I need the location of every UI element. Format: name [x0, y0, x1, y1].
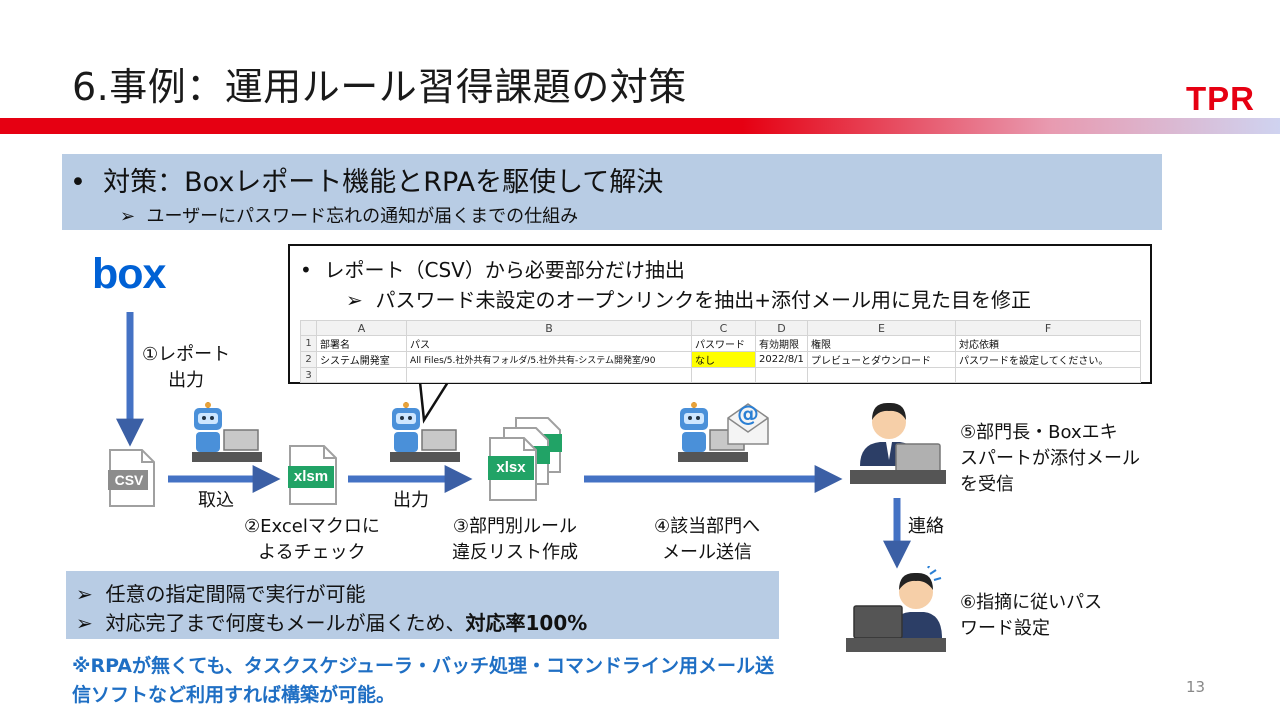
row-number: 3	[300, 367, 317, 383]
contact-label: 連絡	[908, 516, 944, 537]
strategy-text: 対策：Boxレポート機能とRPAを駆使して解決	[103, 167, 664, 198]
title-underline-bar	[0, 118, 1280, 134]
table-cell: 権限	[807, 335, 956, 352]
arrow-marker: ➢	[76, 582, 93, 606]
box-logo: box	[92, 250, 166, 298]
benefit-line-2: ➢ 対応完了まで何度もメールが届くため、対応率100%	[76, 607, 587, 636]
strategy-headline: • 対策：Boxレポート機能とRPAを駆使して解決	[70, 160, 663, 199]
step4-label: ④該当部門へメール送信	[654, 516, 761, 563]
step6-label: ⑥指摘に従いパスワード設定	[960, 592, 1103, 639]
column-header-row: A B C D E F	[300, 320, 1141, 336]
row-number: 1	[300, 335, 317, 352]
callout-headline: • レポート（CSV）から必要部分だけ抽出	[300, 254, 685, 283]
user-person-icon	[846, 563, 946, 662]
callout-sub-text: パスワード未設定のオープンリンクを抽出+添付メール用に見た目を修正	[375, 288, 1032, 312]
column-header: E	[807, 320, 956, 336]
row-number: 2	[300, 351, 317, 368]
callout-subline: ➢ パスワード未設定のオープンリンクを抽出+添付メール用に見た目を修正	[346, 284, 1031, 313]
csv-file-icon: CSV	[108, 448, 156, 508]
xlsx-files-icon: xlsx	[488, 416, 568, 502]
benefit-text-2: 対応完了まで何度もメールが届くため、	[105, 611, 466, 635]
bullet-marker: •	[70, 167, 86, 198]
arrow-marker: ➢	[346, 288, 363, 312]
spreadsheet-preview: A B C D E F 1 部署名 パス パスワード 有効期限 権限 対応依頼 …	[300, 320, 1141, 383]
table-cell: 2022/8/1	[755, 351, 808, 368]
table-row: 1 部署名 パス パスワード 有効期限 権限 対応依頼	[300, 335, 1141, 352]
csv-file-label: CSV	[114, 472, 144, 488]
output-label: 出力	[393, 490, 429, 511]
step5-label: ⑤部門長・Boxエキスパートが添付メールを受信	[960, 422, 1140, 495]
table-row: 3	[300, 367, 1141, 383]
table-cell: 対応依頼	[955, 335, 1141, 352]
arrow-marker: ➢	[76, 611, 93, 635]
table-cell: システム開発室	[316, 351, 407, 368]
response-rate-highlight: 対応率100%	[465, 611, 588, 635]
strategy-panel	[62, 154, 1162, 230]
rpa-robot-icon	[186, 402, 266, 464]
xlsx-file-label: xlsx	[496, 459, 526, 476]
column-header: B	[406, 320, 692, 336]
column-header: A	[316, 320, 407, 336]
table-cell: 有効期限	[755, 335, 808, 352]
table-cell: All Files/5.社外共有フォルダ/5.社外共有-システム開発室/90	[406, 351, 692, 368]
page-title: 6.事例：運用ルール習得課題の対策	[72, 65, 687, 109]
table-cell: パス	[406, 335, 692, 352]
callout-headline-text: レポート（CSV）から必要部分だけ抽出	[324, 258, 685, 282]
strategy-sub-text: ユーザーにパスワード忘れの通知が届くまでの仕組み	[146, 206, 579, 227]
table-cell: プレビューとダウンロード	[807, 351, 956, 368]
table-cell: パスワード	[691, 335, 756, 352]
company-logo: TPR	[1186, 80, 1255, 117]
arrow-marker: ➢	[120, 206, 136, 227]
table-row: 2 システム開発室 All Files/5.社外共有フォルダ/5.社外共有-シス…	[300, 351, 1141, 368]
xlsm-file-label: xlsm	[293, 468, 329, 485]
xlsm-file-icon: xlsm	[288, 444, 338, 506]
email-icon: @	[724, 400, 772, 446]
rpa-robot-icon	[384, 402, 464, 464]
strategy-subline: ➢ ユーザーにパスワード忘れの通知が届くまでの仕組み	[120, 202, 578, 228]
benefits-panel	[66, 571, 779, 639]
manager-person-icon	[850, 400, 946, 492]
bullet-marker: •	[300, 258, 312, 282]
benefit-text-1: 任意の指定間隔で実行が可能	[105, 582, 366, 606]
benefit-line-1: ➢ 任意の指定間隔で実行が可能	[76, 578, 365, 607]
table-cell: 部署名	[316, 335, 407, 352]
column-header: D	[755, 320, 808, 336]
column-header: F	[955, 320, 1141, 336]
import-label: 取込	[198, 490, 234, 511]
step3-label: ③部門別ルール違反リスト作成	[452, 516, 578, 563]
rpa-robot-icon	[672, 402, 752, 464]
at-symbol: @	[737, 402, 759, 427]
table-cell: パスワードを設定してください。	[955, 351, 1141, 368]
table-cell-highlighted: なし	[691, 351, 756, 368]
page-number: 13	[1186, 678, 1206, 696]
footnote: ※RPAが無くても、タスクスケジューラ・バッチ処理・コマンドライン用メール送信ソ…	[72, 655, 774, 706]
step2-label: ②Excelマクロによるチェック	[244, 516, 380, 563]
step1-label: ①レポート出力	[142, 344, 231, 391]
column-header: C	[691, 320, 756, 336]
